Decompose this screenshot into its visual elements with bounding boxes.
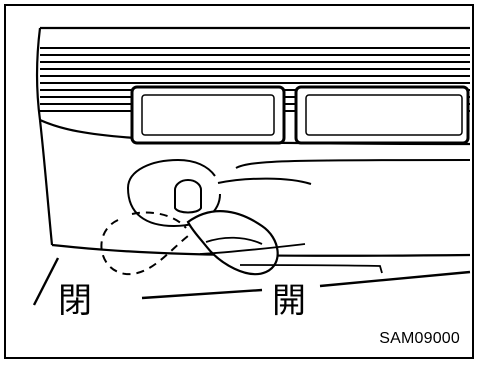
open-pointer-line xyxy=(319,270,471,288)
lower-left-body-edge xyxy=(38,119,54,246)
outer-border xyxy=(4,4,474,359)
lower-detail-line-b xyxy=(239,264,383,274)
lower-body-bottom xyxy=(51,243,471,257)
center-pointer-line xyxy=(141,288,263,300)
lower-detail-line-a xyxy=(199,243,306,255)
hook-bolt-shaft xyxy=(174,190,202,214)
open-cover-inner-line xyxy=(205,236,263,245)
cover-top-line xyxy=(217,177,312,185)
closed-cover-top xyxy=(131,211,187,229)
hook-recess-bottom xyxy=(127,187,221,228)
figure-code: SAM09000 xyxy=(379,330,460,347)
left-light-window-inner xyxy=(141,94,275,136)
right-light-window xyxy=(294,85,470,145)
hook-recess-top xyxy=(127,158,216,189)
closed-cover-outline xyxy=(100,219,189,276)
closed-label: 閉 xyxy=(58,281,92,321)
left-light-window xyxy=(130,85,286,145)
closed-pointer-line xyxy=(32,257,60,306)
open-cover xyxy=(186,210,279,276)
upper-lip-line xyxy=(235,159,471,169)
right-light-window-inner xyxy=(305,94,463,136)
bumper-left-profile xyxy=(35,27,42,121)
open-label: 開 xyxy=(272,281,306,321)
